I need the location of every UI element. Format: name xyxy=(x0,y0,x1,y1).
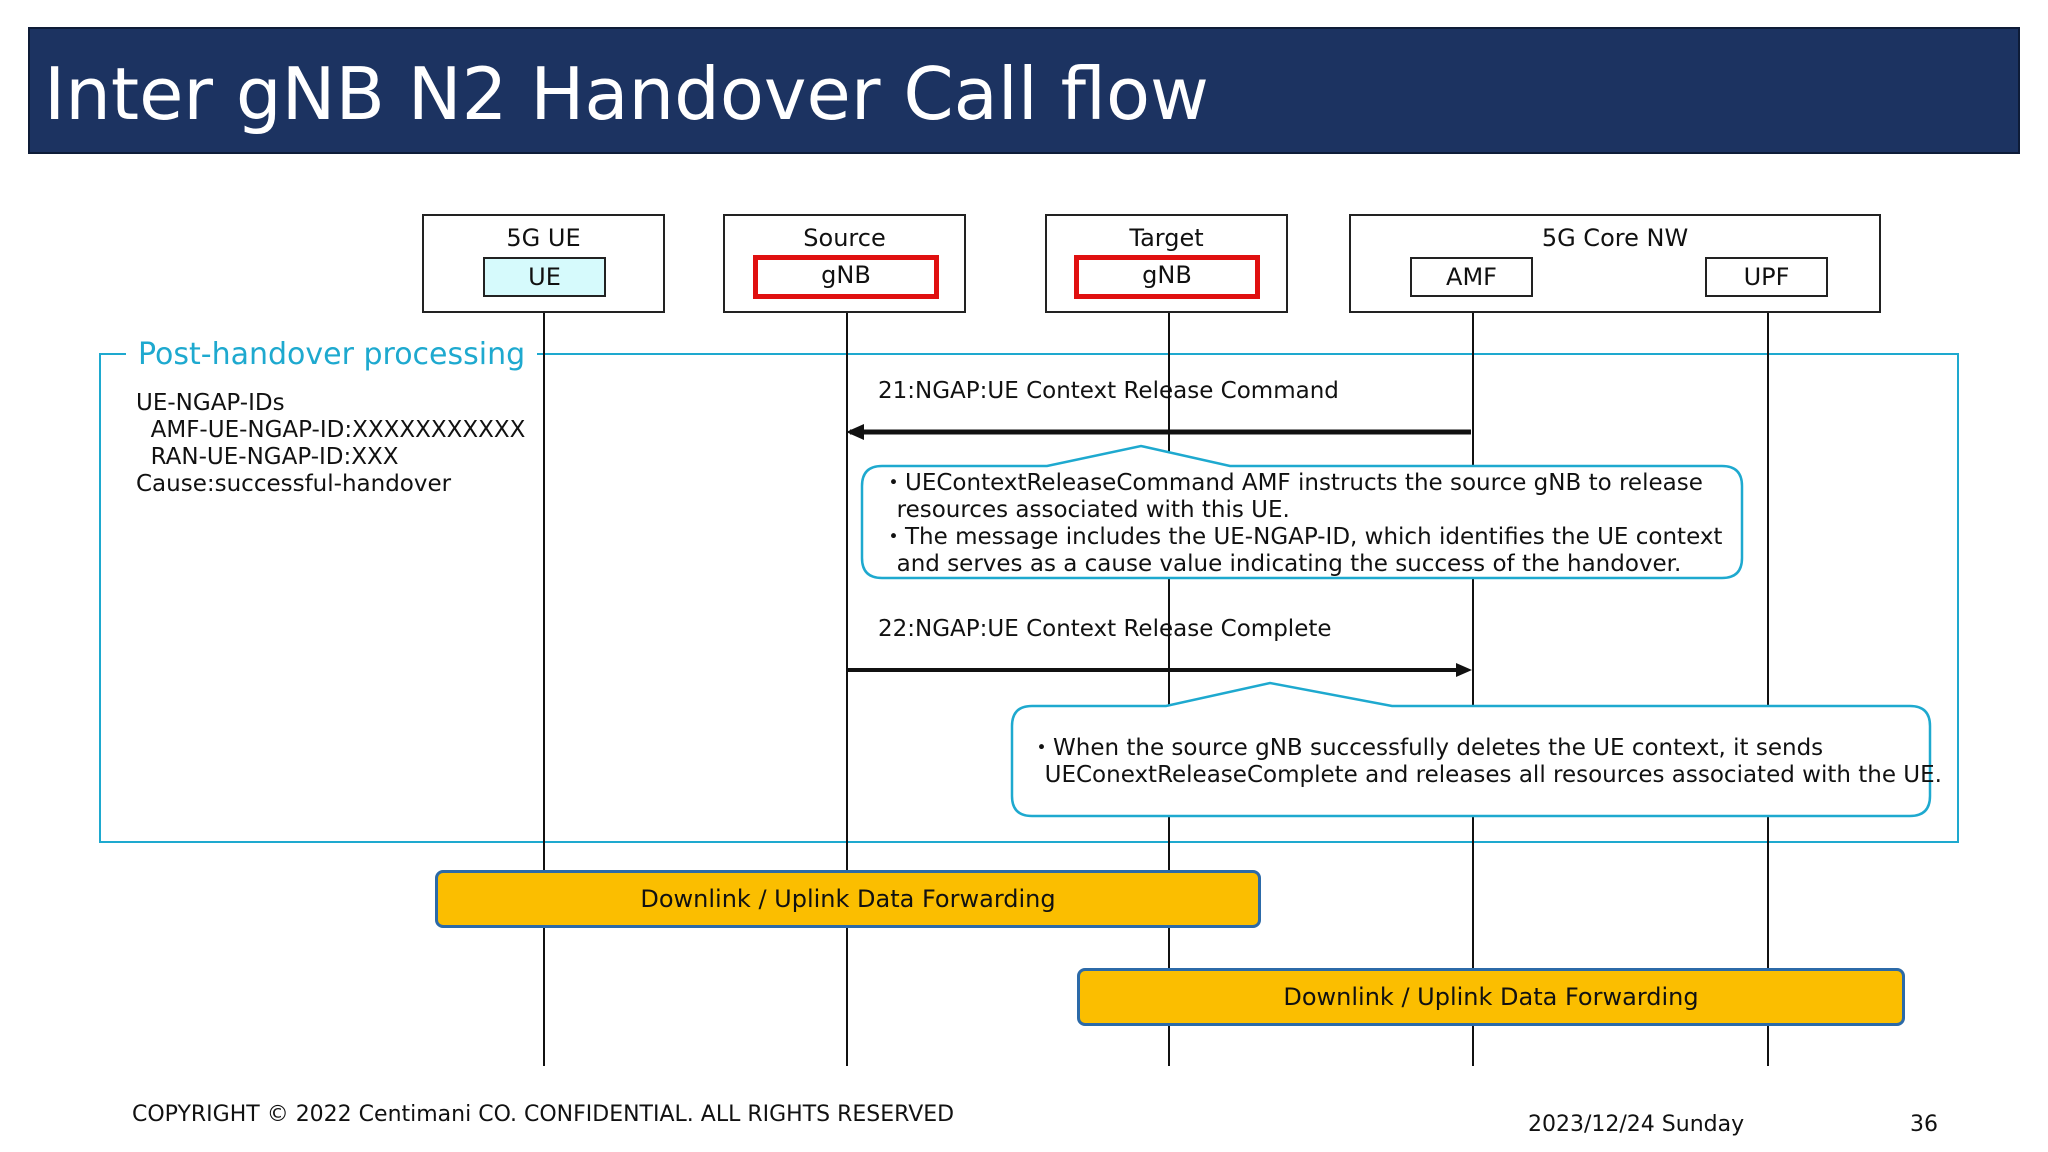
node-ue-caption: 5G UE xyxy=(506,224,581,252)
note-line: UEConextReleaseComplete and releases all… xyxy=(1030,762,1942,788)
note-line: ・The message includes the UE-NGAP-ID, wh… xyxy=(882,524,1723,550)
title-bar xyxy=(28,27,2020,154)
message-22-label: 22:NGAP:UE Context Release Complete xyxy=(878,616,1332,642)
param-line: AMF-UE-NGAP-ID:XXXXXXXXXXX xyxy=(136,417,526,443)
entity-target-gnb: gNB xyxy=(1074,255,1260,299)
callout-21-text: ・UEContextReleaseCommand AMF instructs t… xyxy=(882,470,1722,578)
note-line: and serves as a cause value indicating t… xyxy=(882,551,1682,577)
slide-title: Inter gNB N2 Handover Call flow xyxy=(44,52,1209,136)
footer-date: 2023/12/24 Sunday xyxy=(1528,1112,1745,1137)
lifeline-amf xyxy=(1472,296,1474,1066)
footer-page-number: 36 xyxy=(1910,1112,1938,1137)
post-handover-frame xyxy=(99,353,1959,843)
ngap-parameters: UE-NGAP-IDs AMF-UE-NGAP-ID:XXXXXXXXXXX R… xyxy=(136,390,525,498)
post-handover-label: Post-handover processing xyxy=(126,337,538,373)
param-line: UE-NGAP-IDs xyxy=(136,390,285,416)
lifeline-upf xyxy=(1767,296,1769,1066)
entity-amf: AMF xyxy=(1410,257,1533,297)
param-line: RAN-UE-NGAP-ID:XXX xyxy=(136,444,399,470)
lifeline-ue xyxy=(543,296,545,1066)
param-line: Cause:successful-handover xyxy=(136,471,452,497)
entity-source-gnb: gNB xyxy=(753,255,939,299)
lifeline-target-gnb xyxy=(1168,296,1170,1066)
note-line: resources associated with this UE. xyxy=(882,497,1290,523)
note-line: ・UEContextReleaseCommand AMF instructs t… xyxy=(882,470,1703,496)
forwarding-bar-target: Downlink / Uplink Data Forwarding xyxy=(1077,968,1905,1026)
entity-upf: UPF xyxy=(1705,257,1828,297)
entity-ue: UE xyxy=(483,257,606,297)
callout-22-text: ・When the source gNB successfully delete… xyxy=(1030,735,1942,789)
message-22-arrowhead xyxy=(1456,663,1472,677)
lifeline-source-gnb xyxy=(846,296,848,1066)
node-source-caption: Source xyxy=(803,224,886,252)
node-target-caption: Target xyxy=(1129,224,1204,252)
message-21-arrowhead xyxy=(846,424,864,440)
callout-21-shape xyxy=(860,444,1744,580)
forwarding-bar-source: Downlink / Uplink Data Forwarding xyxy=(435,870,1261,928)
node-core-caption: 5G Core NW xyxy=(1541,224,1689,252)
footer-copyright: COPYRIGHT © 2022 Centimani CO. CONFIDENT… xyxy=(132,1102,955,1127)
callout-22-shape xyxy=(1010,681,1932,818)
message-21-label: 21:NGAP:UE Context Release Command xyxy=(878,378,1339,404)
note-line: ・When the source gNB successfully delete… xyxy=(1030,735,1824,761)
